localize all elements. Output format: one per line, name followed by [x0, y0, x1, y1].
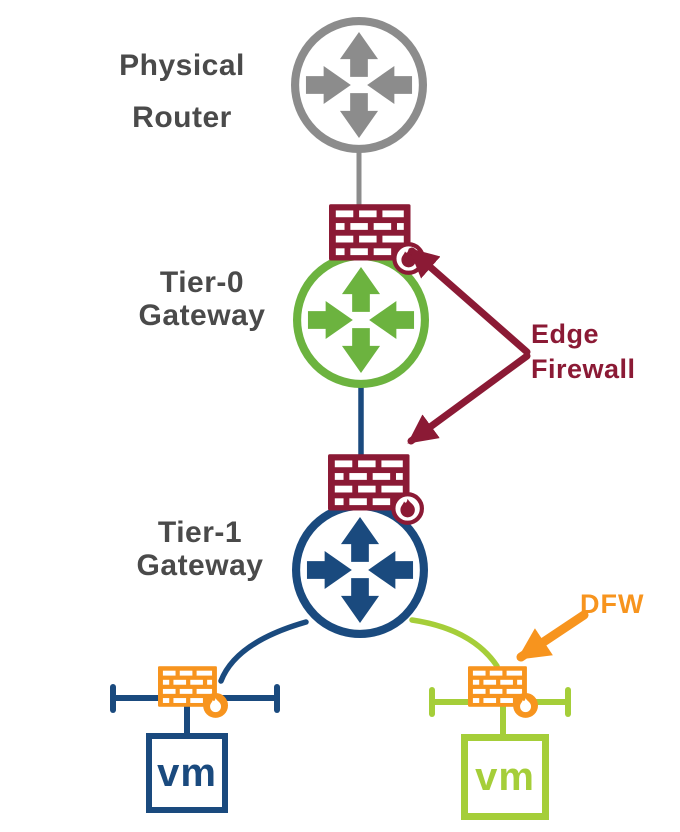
vm-left-label: vm	[157, 750, 217, 795]
tier0-gateway-label-line1: Tier-0	[159, 266, 245, 299]
vm-right-label: vm	[475, 754, 535, 799]
dfw-firewall-left-icon	[158, 666, 231, 721]
tier1-gateway-label: Tier-1 Gateway	[100, 516, 300, 582]
tier0-gateway-label-line2: Gateway	[138, 299, 266, 332]
edge-firewall-label-line2: Firewall	[531, 354, 636, 384]
tier1-gateway-label-line2: Gateway	[136, 549, 264, 582]
dfw-arrow	[516, 610, 589, 662]
tier0-edge-firewall-icon	[329, 204, 430, 280]
physical-router-label-line1: Physical	[119, 49, 245, 82]
physical-router-icon	[291, 17, 427, 153]
dfw-firewall-right-icon	[468, 666, 541, 721]
physical-router-label: Physical Router	[82, 40, 282, 144]
vm-box-right: vm	[461, 734, 549, 820]
vm-box-left: vm	[146, 733, 228, 813]
tier1-gateway-label-line1: Tier-1	[157, 516, 243, 549]
tier0-gateway-label: Tier-0 Gateway	[102, 266, 302, 332]
dfw-label-text: DFW	[580, 589, 645, 619]
edge-firewall-label: Edge Firewall	[531, 317, 636, 387]
tier1-edge-firewall-icon	[328, 454, 429, 530]
physical-router-label-line2: Router	[132, 101, 232, 134]
dfw-label: DFW	[580, 589, 644, 619]
edge-firewall-label-line1: Edge	[531, 319, 600, 349]
